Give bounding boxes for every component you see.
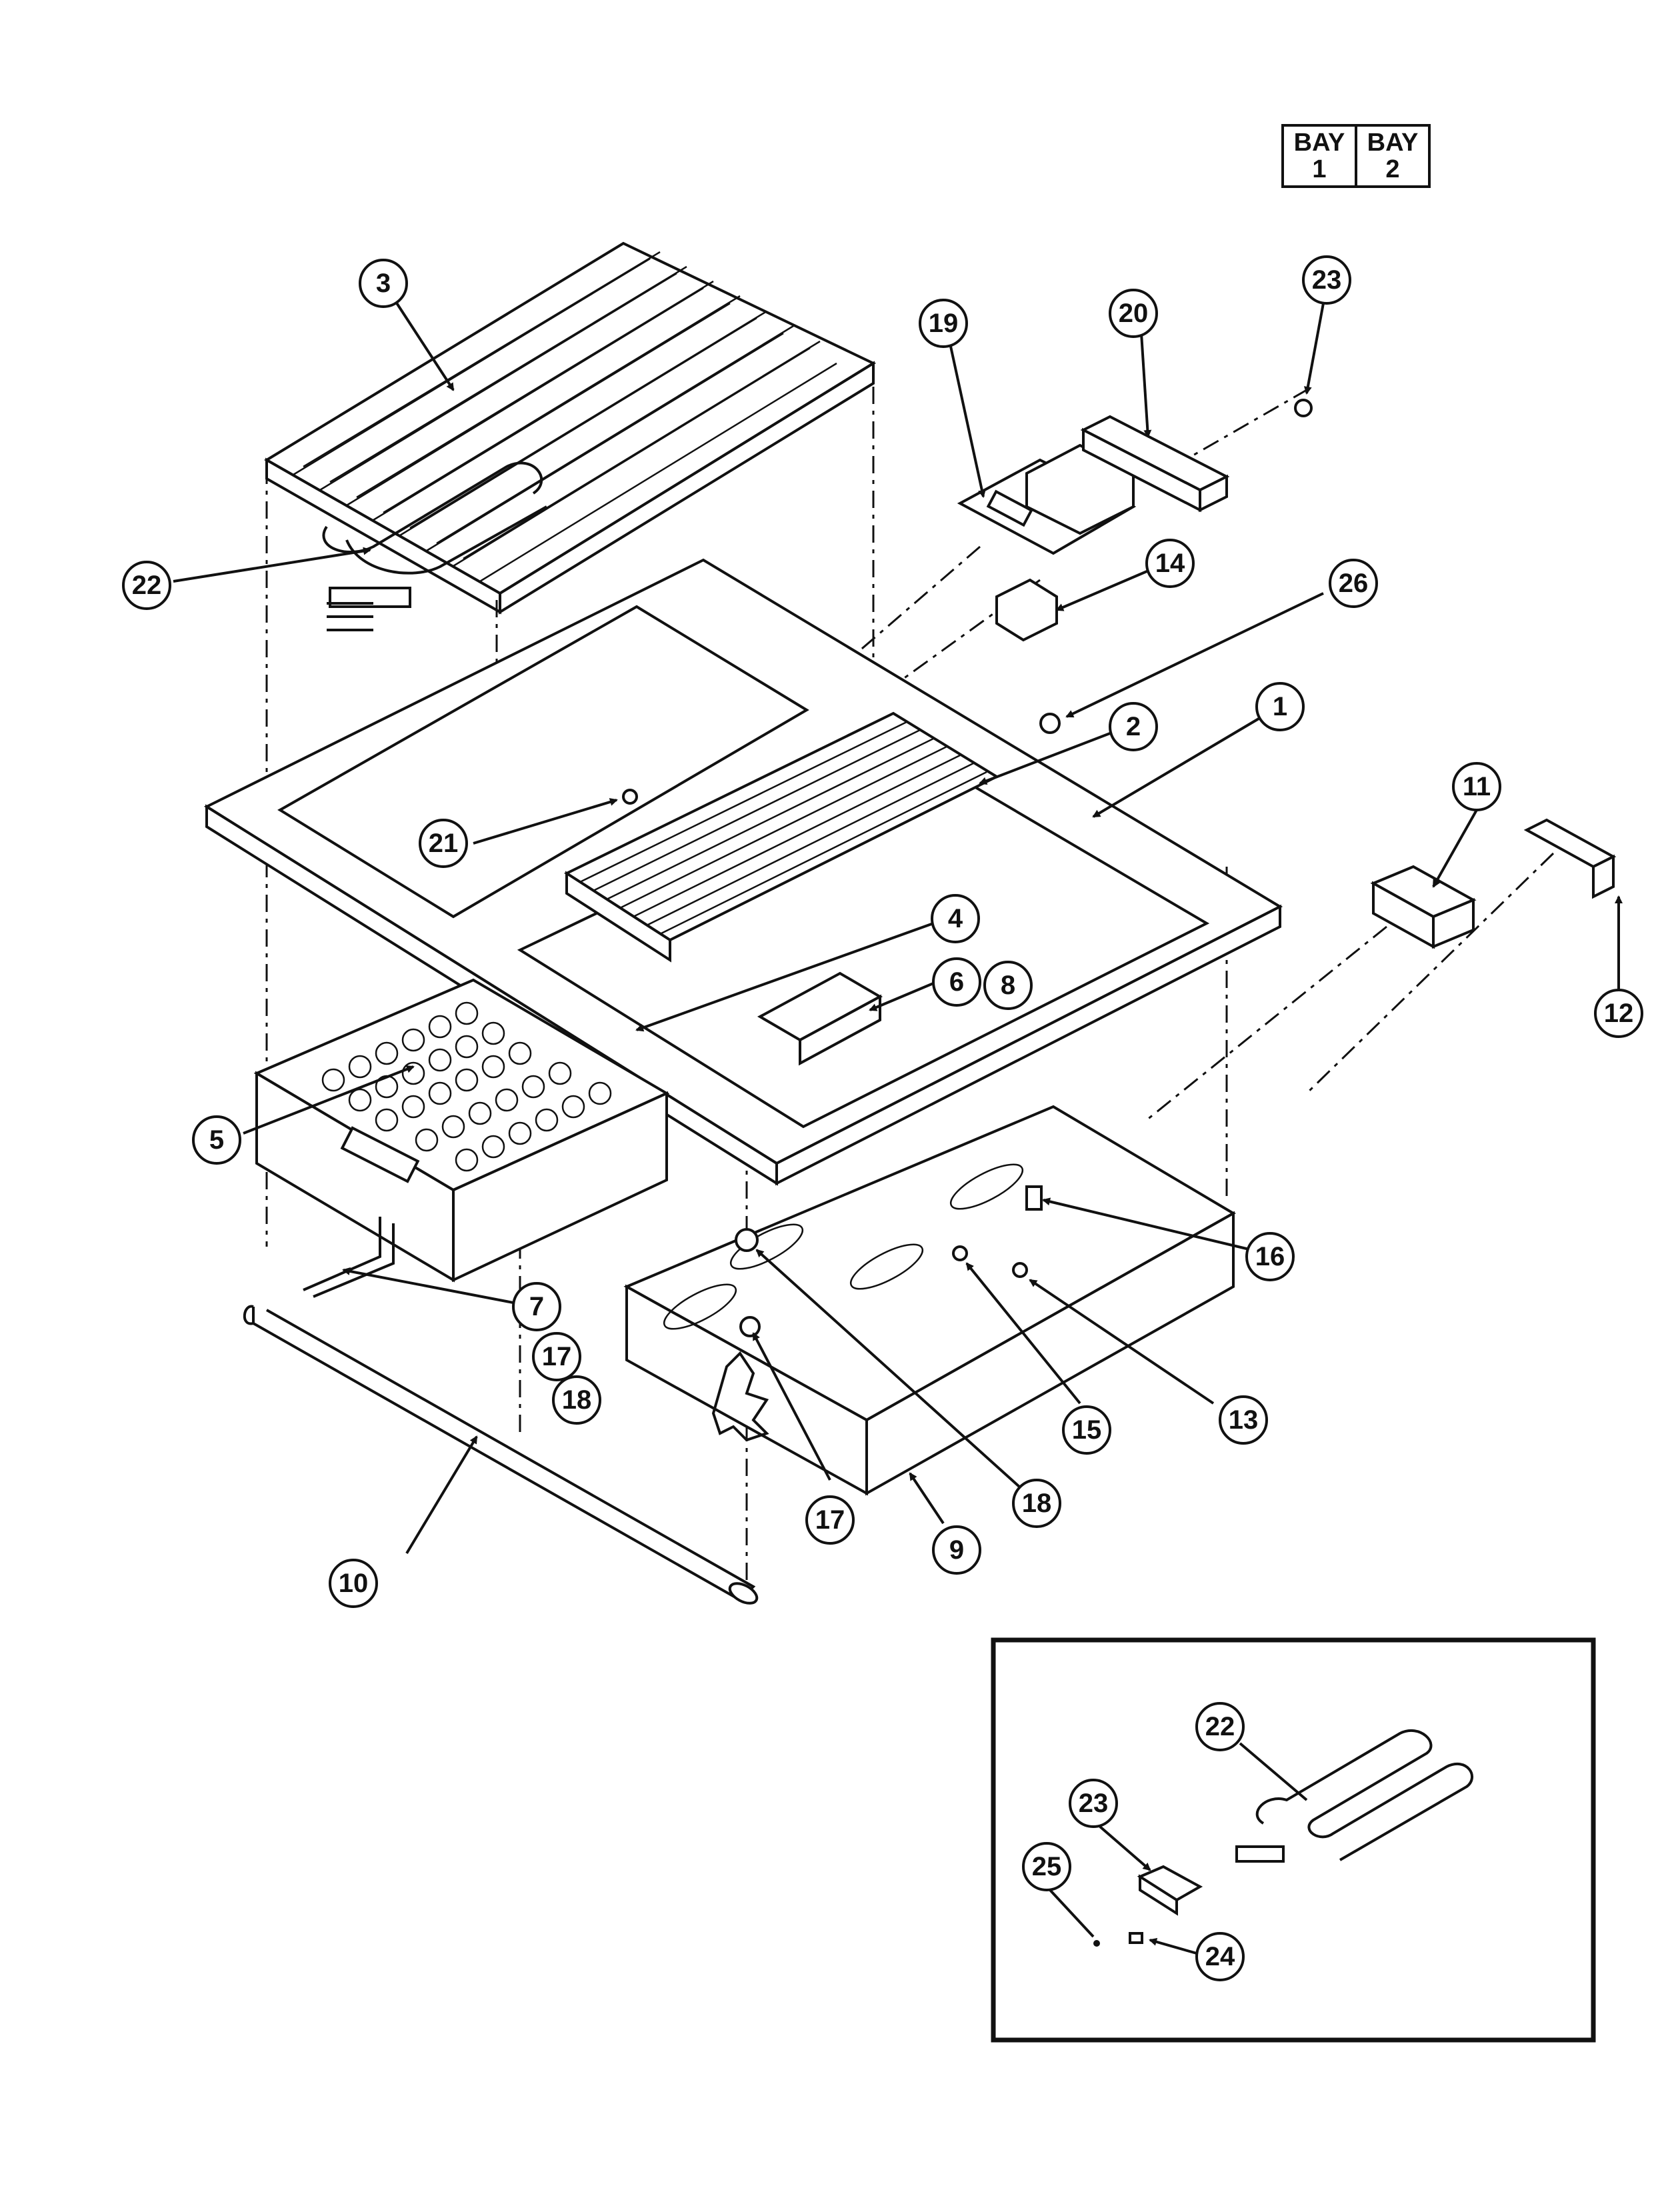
callout-23-inset-label: 23 — [1079, 1789, 1109, 1818]
callout-1-label: 1 — [1273, 692, 1287, 721]
bay-2-bottom: 2 — [1385, 155, 1400, 183]
callout-8: 8 — [983, 961, 1033, 1010]
callout-16-label: 16 — [1255, 1242, 1285, 1271]
callout-21-label: 21 — [429, 829, 459, 858]
callout-4: 4 — [931, 894, 980, 943]
bay-indicator: BAY 1 BAY 2 — [1281, 124, 1431, 188]
callout-19: 19 — [919, 299, 968, 348]
inset-box — [991, 1637, 1596, 2043]
drain-tube — [243, 1305, 759, 1605]
callout-22-label: 22 — [132, 571, 162, 600]
callout-22-inset-label: 22 — [1205, 1712, 1235, 1741]
callout-18-left-label: 18 — [562, 1385, 592, 1415]
callout-8-label: 8 — [1001, 971, 1015, 1000]
callout-14-label: 14 — [1155, 549, 1185, 578]
callout-11-label: 11 — [1463, 772, 1491, 801]
callout-21: 21 — [419, 819, 468, 868]
callout-14: 14 — [1145, 539, 1195, 588]
bay-2-label: BAY 2 — [1355, 127, 1428, 185]
callout-2-label: 2 — [1126, 712, 1141, 741]
callouts: 3 22 19 20 23 14 26 2 1 21 11 12 4 6 8 5… — [122, 255, 1643, 1981]
callout-10-label: 10 — [339, 1569, 369, 1598]
callout-6: 6 — [932, 957, 981, 1007]
callout-17-left-label: 17 — [542, 1342, 572, 1371]
callout-22: 22 — [122, 561, 171, 610]
callout-11: 11 — [1452, 762, 1501, 811]
callout-7: 7 — [512, 1282, 561, 1331]
callout-17-right-label: 17 — [815, 1505, 845, 1535]
rod — [303, 1217, 395, 1298]
bay-1-label: BAY 1 — [1284, 127, 1355, 185]
callout-17-right: 17 — [805, 1495, 855, 1545]
callout-25-label: 25 — [1032, 1852, 1062, 1881]
bottom-pan — [623, 1105, 1236, 1496]
callout-17-left: 17 — [532, 1332, 581, 1381]
callout-23-label: 23 — [1312, 265, 1342, 295]
callout-16: 16 — [1245, 1232, 1295, 1281]
side-bracket — [1523, 818, 1617, 899]
callout-19-label: 19 — [929, 309, 959, 338]
callout-18-right-label: 18 — [1022, 1489, 1052, 1518]
callout-9: 9 — [932, 1525, 981, 1575]
callout-18-left: 18 — [552, 1375, 601, 1425]
callout-26-label: 26 — [1339, 569, 1369, 598]
callout-1: 1 — [1255, 682, 1305, 731]
callout-26: 26 — [1329, 559, 1378, 608]
callout-13-label: 13 — [1229, 1405, 1259, 1435]
bay-1-bottom: 1 — [1312, 155, 1327, 183]
callout-5: 5 — [192, 1115, 241, 1165]
callout-18-right: 18 — [1012, 1479, 1061, 1528]
callout-6-label: 6 — [949, 967, 964, 997]
callout-22-inset: 22 — [1195, 1702, 1245, 1751]
side-switch — [1370, 865, 1477, 949]
callout-20-label: 20 — [1119, 299, 1149, 328]
grill-grate — [264, 241, 877, 615]
callout-10: 10 — [329, 1559, 378, 1608]
callout-3-label: 3 — [376, 269, 391, 298]
callout-23: 23 — [1302, 255, 1351, 305]
callout-20: 20 — [1109, 289, 1158, 338]
callout-9-label: 9 — [949, 1535, 964, 1565]
callout-5-label: 5 — [209, 1125, 224, 1155]
rock-pan — [253, 978, 670, 1283]
callout-13: 13 — [1219, 1395, 1268, 1445]
callout-25: 25 — [1022, 1842, 1071, 1891]
callout-23-inset: 23 — [1069, 1779, 1118, 1828]
callout-24-label: 24 — [1205, 1942, 1235, 1971]
bracket-6 — [757, 971, 883, 1066]
callout-2: 2 — [1109, 702, 1158, 751]
leader-lines — [173, 299, 1623, 1955]
bay-1-top: BAY — [1293, 129, 1345, 157]
bracket-20 — [1080, 415, 1230, 513]
callout-15-label: 15 — [1072, 1415, 1102, 1445]
callout-12-label: 12 — [1604, 999, 1634, 1028]
switch-housing — [957, 443, 1137, 642]
callout-3: 3 — [359, 259, 408, 308]
callout-12: 12 — [1594, 989, 1643, 1038]
callout-15: 15 — [1062, 1405, 1111, 1455]
bay-2-top: BAY — [1367, 129, 1419, 157]
callout-24: 24 — [1195, 1932, 1245, 1981]
fasteners — [622, 399, 1313, 1337]
callout-7-label: 7 — [529, 1292, 544, 1321]
callout-4-label: 4 — [948, 904, 963, 933]
